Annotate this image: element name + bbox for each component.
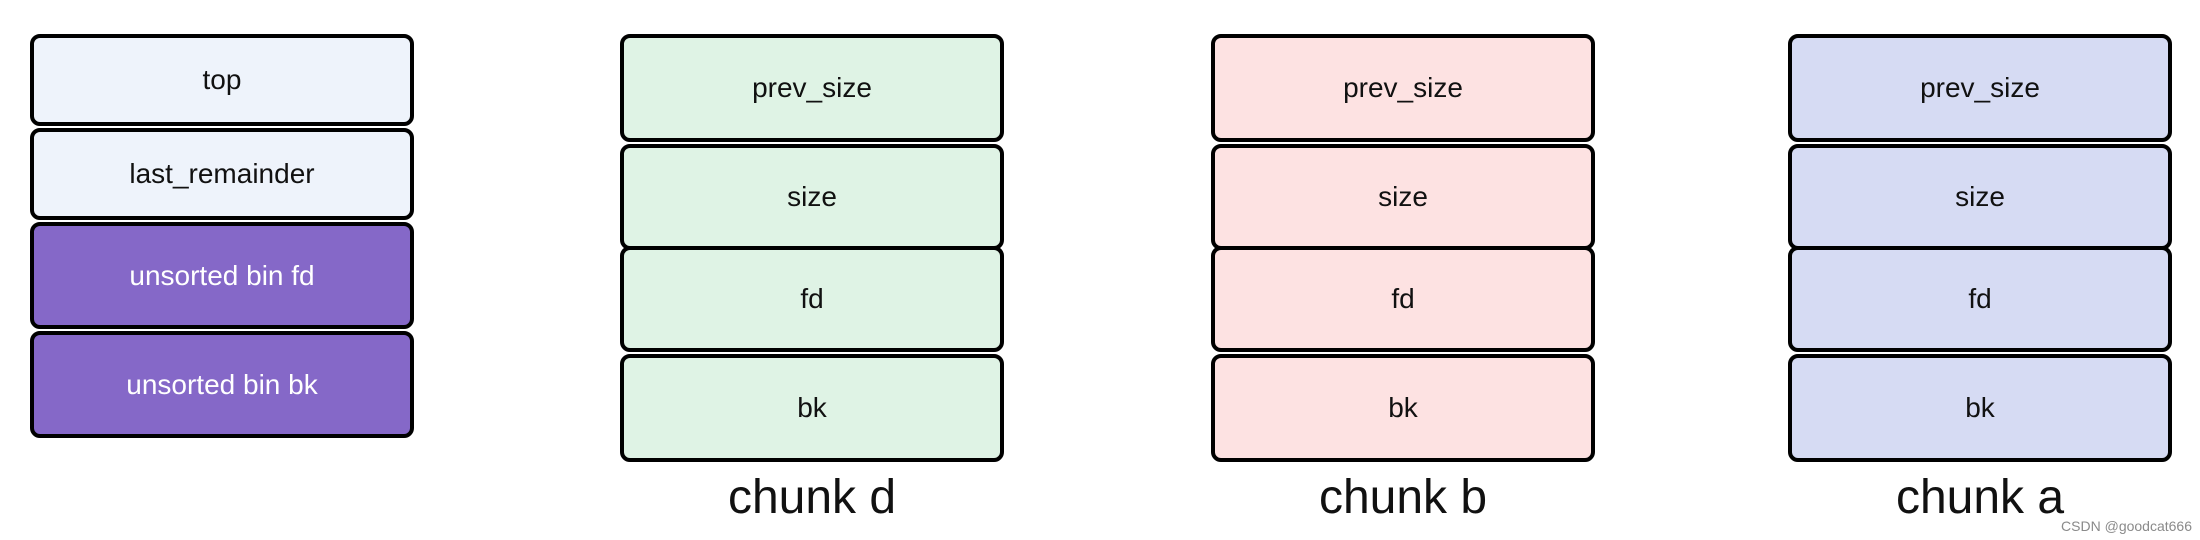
arena-field-label: unsorted bin fd bbox=[129, 259, 315, 291]
chunk-field-fd: fd bbox=[620, 246, 1004, 352]
chunk-caption: chunk d bbox=[727, 471, 897, 524]
chunk-field-size: size bbox=[620, 144, 1004, 250]
chunk-field-prev-size: prev_size bbox=[620, 34, 1004, 142]
watermark: CSDN @goodcat666 bbox=[2061, 518, 2192, 534]
chunk-field-label: size bbox=[1955, 181, 2005, 212]
arena-field-label: top bbox=[202, 64, 242, 95]
arena-field-label: unsorted bin bk bbox=[126, 368, 318, 400]
arena-field-label: last_remainder bbox=[129, 158, 315, 189]
chunk-field-label: prev_size bbox=[1343, 72, 1463, 103]
chunk-field-label: bk bbox=[797, 392, 827, 423]
chunk-field-prev-size: prev_size bbox=[1211, 34, 1595, 142]
chunk-field-fd: fd bbox=[1788, 246, 2172, 352]
arena-field-top: top bbox=[30, 34, 414, 126]
chunk-caption: chunk a bbox=[1895, 471, 2065, 524]
chunk-field-prev-size: prev_size bbox=[1788, 34, 2172, 142]
chunk-field-size: size bbox=[1211, 144, 1595, 250]
chunk-field-label: size bbox=[787, 181, 837, 212]
chunk-field-label: fd bbox=[1968, 283, 1992, 314]
chunk-field-label: prev_size bbox=[1920, 72, 2040, 103]
chunk-caption: chunk b bbox=[1318, 471, 1488, 524]
arena-field-last-remainder: last_remainder bbox=[30, 128, 414, 220]
chunk-field-label: bk bbox=[1388, 392, 1418, 423]
chunk-field-label: size bbox=[1378, 181, 1428, 212]
chunk-field-label: fd bbox=[1391, 283, 1415, 314]
arena-field-unsorted-bin-bk: unsorted bin bk bbox=[30, 331, 414, 438]
chunk-field-label: bk bbox=[1965, 392, 1995, 423]
chunk-field-size: size bbox=[1788, 144, 2172, 250]
chunk-field-label: fd bbox=[800, 283, 824, 314]
chunk-field-fd: fd bbox=[1211, 246, 1595, 352]
arena-field-unsorted-bin-fd: unsorted bin fd bbox=[30, 222, 414, 329]
chunk-field-bk: bk bbox=[1788, 354, 2172, 462]
chunk-field-bk: bk bbox=[620, 354, 1004, 462]
chunk-field-bk: bk bbox=[1211, 354, 1595, 462]
chunk-field-label: prev_size bbox=[752, 72, 872, 103]
